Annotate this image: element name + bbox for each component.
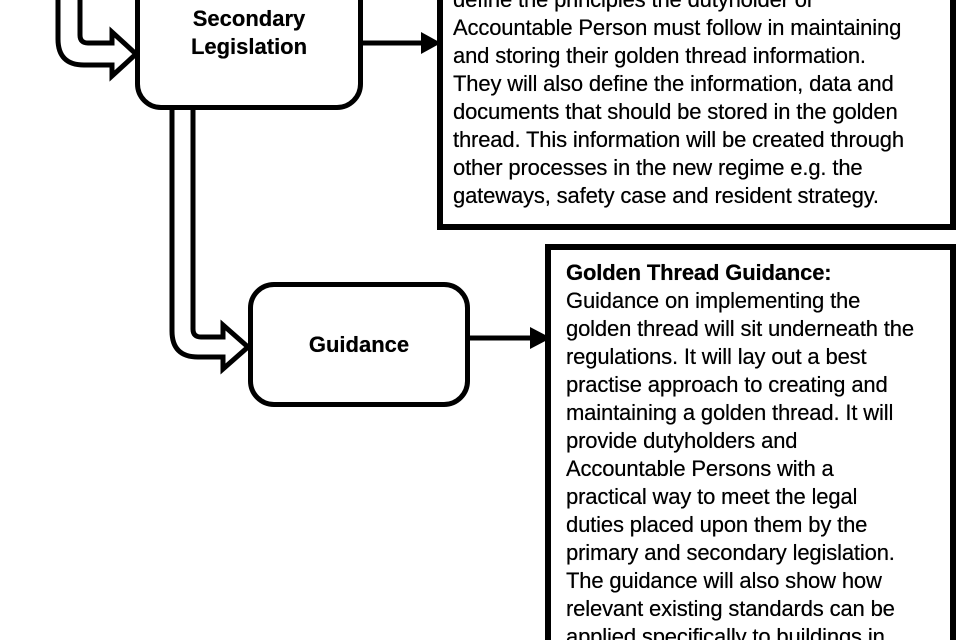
secondary-legislation-node: Secondary Legislation	[135, 0, 363, 110]
callout-text-line: Accountable Person must follow in mainta…	[453, 15, 902, 40]
arrow-secondary-to-regulations-icon	[355, 32, 441, 54]
callout-text-line: provide dutyholders and	[566, 428, 798, 453]
callout-text-line: The guidance will also show how	[566, 568, 882, 593]
guidance-label: Guidance	[308, 331, 410, 357]
callout-text-line: and storing their golden thread informat…	[453, 43, 866, 68]
guidance-node: Guidance	[248, 282, 470, 407]
callout-text-line: maintaining a golden thread. It will	[566, 400, 894, 425]
callout-text-line: documents that should be stored in the g…	[453, 99, 898, 124]
elbow-arrow-to-secondary-legislation-icon	[55, 0, 140, 82]
callout-text-line: Accountable Persons with a	[566, 456, 834, 481]
arrow-guidance-to-callout-icon	[464, 327, 551, 349]
guidance-callout-heading: Golden Thread Guidance:	[566, 260, 832, 285]
callout-text-line: applied specifically to buildings in	[566, 624, 885, 640]
callout-text-line: duties placed upon them by the	[566, 512, 868, 537]
callout-text-line: gateways, safety case and resident strat…	[453, 183, 879, 208]
callout-text-line: golden thread will sit underneath the	[566, 316, 914, 341]
callout-text-line: They will also define the information, d…	[453, 71, 894, 96]
callout-text-line: Guidance on implementing the	[566, 288, 861, 313]
callout-text-line: thread. This information will be created…	[453, 127, 904, 152]
callout-text-line: primary and secondary legislation.	[566, 540, 895, 565]
elbow-arrow-to-guidance-icon	[169, 95, 252, 375]
callout-text-line: define the principles the dutyholder or	[453, 0, 942, 14]
callout-text-line: practical way to meet the legal	[566, 484, 858, 509]
callout-text-line: regulations. It will lay out a best	[566, 344, 867, 369]
callout-text-line: other processes in the new regime e.g. t…	[453, 155, 863, 180]
callout-text-line: practise approach to creating and	[566, 372, 888, 397]
regulations-callout: define the principles the dutyholder or …	[437, 0, 956, 230]
guidance-callout: Golden Thread Guidance: Guidance on impl…	[545, 244, 956, 640]
secondary-legislation-label: Secondary Legislation	[190, 6, 308, 59]
callout-text-line: relevant existing standards can be	[566, 596, 895, 621]
